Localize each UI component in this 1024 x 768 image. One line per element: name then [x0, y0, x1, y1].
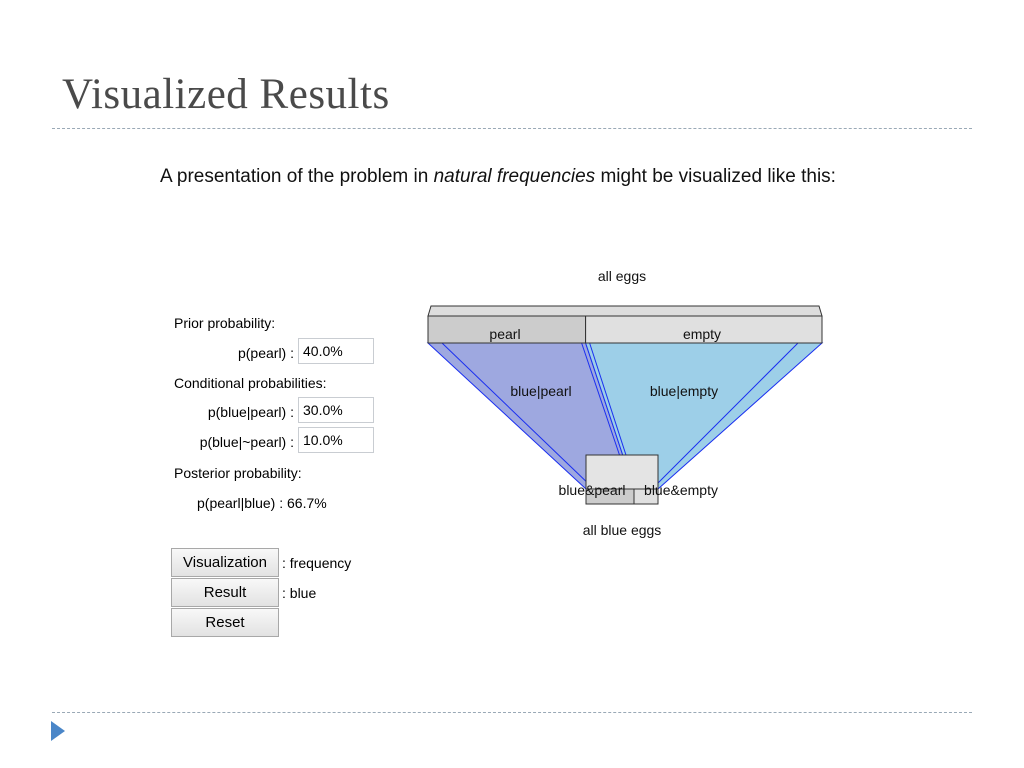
pearl-label: pearl: [489, 326, 520, 342]
result-button[interactable]: Result: [171, 578, 279, 607]
blue-empty-box: [633, 488, 659, 505]
all-eggs-label: all eggs: [598, 268, 646, 284]
p-pearl-input[interactable]: [298, 338, 374, 364]
intro-text-start: A presentation of the problem in: [160, 166, 434, 187]
intro-text: A presentation of the problem in natural…: [160, 166, 836, 188]
funnel-edge-line: [441, 342, 595, 490]
frequency-diagram: all eggs pearl empty blue|pearl blue|emp…: [426, 268, 824, 538]
title-divider: [52, 128, 972, 129]
p-blue-pearl-label: p(blue|pearl) :: [207, 404, 294, 420]
funnel-edge-line: [651, 342, 799, 490]
visualization-value: : frequency: [282, 555, 352, 571]
posterior-heading: Posterior probability:: [174, 465, 302, 481]
p-blue-pearl-input[interactable]: [298, 397, 374, 423]
blue-empty-label: blue|empty: [650, 383, 718, 399]
p-blue-notpearl-label: p(blue|~pearl) :: [199, 434, 294, 450]
p-pearl-blue-readout: p(pearl|blue) : 66.7%: [197, 495, 327, 511]
blue-pearl-label: blue|pearl: [510, 383, 571, 399]
all-blue-eggs-label: all blue eggs: [583, 522, 662, 538]
reset-button[interactable]: Reset: [171, 608, 279, 637]
footer-divider: [52, 712, 972, 713]
visualization-button[interactable]: Visualization: [171, 548, 279, 577]
pearl-box: [427, 315, 587, 344]
intro-text-emphasis: natural frequencies: [433, 166, 596, 187]
slide-title: Visualized Results: [62, 71, 390, 118]
empty-label: empty: [683, 326, 721, 342]
result-value: : blue: [282, 585, 317, 601]
p-blue-notpearl-input[interactable]: [298, 427, 374, 453]
top-box-face: [427, 305, 823, 317]
empty-box: [585, 315, 823, 344]
conditional-heading: Conditional probabilities:: [174, 375, 327, 391]
p-pearl-label: p(pearl) :: [237, 345, 294, 361]
intro-text-end: might be visualized like this:: [595, 166, 836, 187]
prior-heading: Prior probability:: [174, 315, 276, 331]
blue-and-pearl-label: blue&pearl: [559, 482, 626, 498]
triangle-right-icon[interactable]: [50, 720, 66, 742]
blue-and-empty-label: blue&empty: [644, 482, 718, 498]
